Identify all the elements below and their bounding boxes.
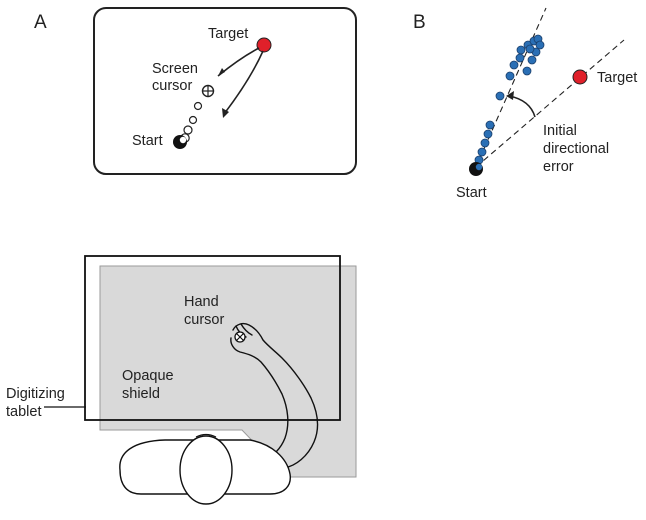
- screen-cursor-label-2: cursor: [152, 78, 192, 94]
- shield-label-2: shield: [122, 386, 160, 402]
- person-nose: [195, 433, 217, 438]
- outward-arrow-head: [218, 68, 225, 76]
- screen-cursor-icon: [201, 84, 215, 98]
- return-arrow-head: [222, 108, 229, 118]
- hand-cursor-icon: [234, 331, 246, 343]
- hand-cursor-label-2: cursor: [184, 312, 224, 328]
- trajectory-points: [474, 34, 545, 165]
- target-a-label: Target: [208, 26, 248, 42]
- person-head: [179, 435, 233, 505]
- start-a-marker: [173, 135, 187, 149]
- screen-cursor-label-1: Screen: [152, 61, 198, 77]
- return-arrow-path: [223, 50, 264, 115]
- screen-frame: [93, 7, 357, 175]
- error-label-1: Initial: [543, 123, 577, 139]
- shield-label-1: Opaque: [122, 368, 174, 384]
- digitizing-tablet: [84, 255, 341, 421]
- error-arc-head: [506, 91, 514, 100]
- target-a-circle: [256, 37, 272, 53]
- panel-b-letter: B: [413, 12, 426, 33]
- tablet-label-2: tablet: [6, 404, 41, 420]
- start-b-marker: [469, 162, 483, 176]
- start-a-label: Start: [132, 133, 163, 149]
- target-direction-dashed-line: [475, 39, 625, 168]
- target-b-circle: [572, 69, 588, 85]
- error-label-2: directional: [543, 141, 609, 157]
- actual-direction-dashed-line: [475, 7, 547, 168]
- tablet-label-1: Digitizing: [6, 386, 65, 402]
- hand-cursor-label-1: Hand: [184, 294, 219, 310]
- panel-a-letter: A: [34, 12, 47, 33]
- target-b-label: Target: [597, 70, 637, 86]
- error-label-3: error: [543, 159, 574, 175]
- start-b-label: Start: [456, 185, 487, 201]
